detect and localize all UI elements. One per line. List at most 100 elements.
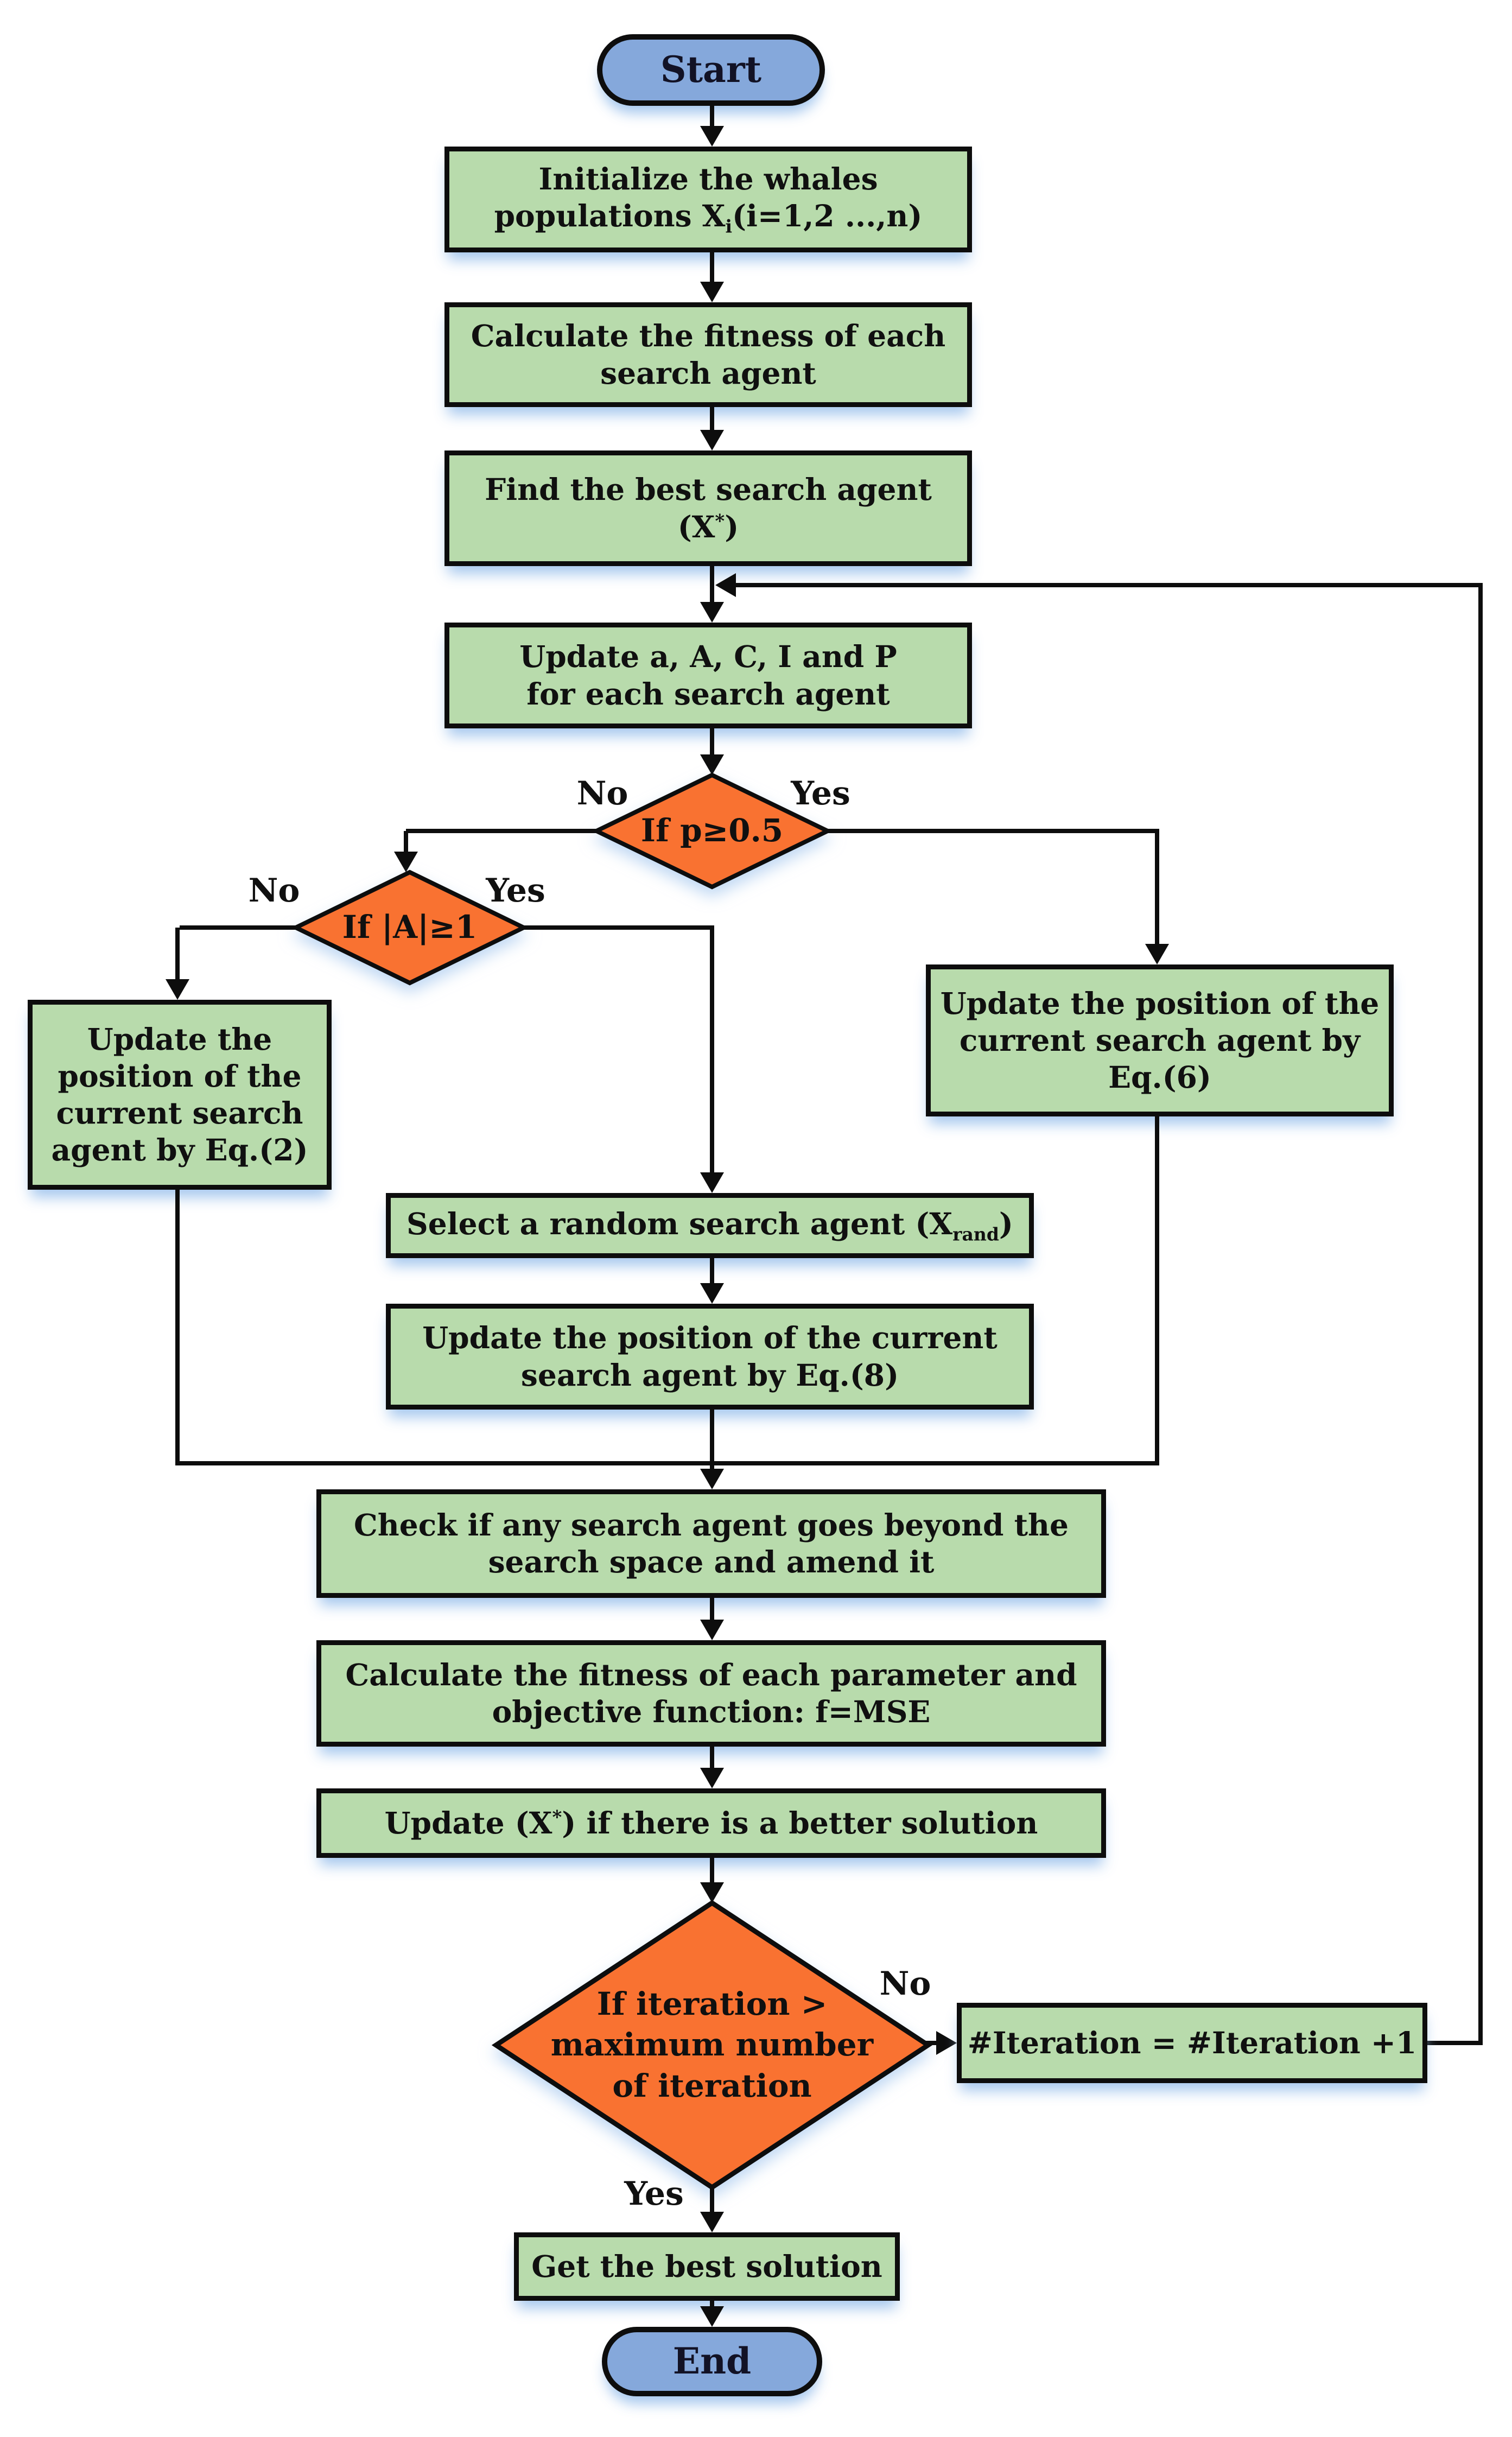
- connector-check-mse: [710, 1598, 714, 1622]
- arrowhead-p-no: [394, 852, 418, 872]
- node-eq8-line2: search agent by Eq.(8): [520, 1357, 899, 1393]
- connector-eq2-merge: [175, 1190, 180, 1465]
- node-start: Start: [597, 34, 825, 106]
- arrowhead-select-eq8: [700, 1283, 724, 1304]
- branch-label-iter-yes: Yes: [624, 2175, 684, 2213]
- node-mse-line1: Calculate the fitness of each parameter …: [345, 1657, 1077, 1692]
- arrowhead-a-yes: [700, 1172, 724, 1193]
- arrowhead-start-init: [700, 126, 724, 147]
- decision-p-diamond: [591, 772, 833, 890]
- arrowhead-calc-find: [700, 430, 724, 450]
- arrowhead-acip-decisionp: [700, 754, 724, 775]
- node-select-random-agent: Select a random search agent (Xrand): [386, 1193, 1034, 1258]
- connector-eq6-merge: [1155, 1116, 1159, 1465]
- connector-a-yes-h: [524, 925, 714, 930]
- branch-label-p-no: No: [576, 775, 628, 813]
- node-check-line1: Check if any search agent goes beyond th…: [353, 1507, 1069, 1543]
- node-update-coefficients: Update a, A, C, I and P for each search …: [444, 623, 972, 728]
- node-iter-label: #Iteration = #Iteration +1: [967, 2025, 1417, 2060]
- arrowhead-upx-decisioniter: [700, 1882, 724, 1903]
- connector-calc-find: [710, 407, 714, 431]
- arrowhead-find-acip: [700, 602, 724, 623]
- branch-label-p-yes: Yes: [791, 775, 850, 813]
- node-eq6-line1: Update the position of the: [940, 985, 1380, 1021]
- node-calculate-fitness: Calculate the fitness of each search age…: [444, 302, 972, 407]
- connector-upx-decisioniter: [710, 1858, 714, 1884]
- connector-getbest-end: [710, 2301, 714, 2308]
- connector-merge-horizontal: [175, 1461, 1159, 1465]
- connector-loop-bottom-stub: [1427, 2041, 1483, 2045]
- subscript-rand: rand: [952, 1223, 999, 1245]
- node-calc-fitness-mse: Calculate the fitness of each parameter …: [316, 1640, 1106, 1747]
- arrowhead-getbest-end: [700, 2306, 724, 2327]
- node-eq2-line4: agent by Eq.(2): [51, 1132, 308, 1168]
- node-start-label: Start: [660, 48, 762, 91]
- arrowhead-merge-check: [700, 1469, 724, 1489]
- branch-label-a-no: No: [248, 872, 300, 910]
- subscript-i: i: [725, 215, 732, 237]
- branch-label-iter-no: No: [879, 1965, 931, 2003]
- node-increment-iteration: #Iteration = #Iteration +1: [957, 2003, 1427, 2083]
- connector-start-init: [710, 106, 714, 126]
- connector-init-calc: [710, 252, 714, 283]
- node-select-label: Select a random search agent (Xrand): [406, 1205, 1013, 1245]
- superscript-star-2: *: [552, 1806, 562, 1829]
- connector-iter-yes-v: [710, 2187, 714, 2214]
- arrowhead-mse-upx: [700, 1768, 724, 1788]
- arrowhead-p-yes: [1145, 944, 1169, 964]
- connector-p-no-h: [406, 829, 596, 833]
- node-update-eq6: Update the position of the current searc…: [926, 964, 1394, 1116]
- node-get-best-solution: Get the best solution: [514, 2232, 900, 2301]
- connector-iter-no-h: [924, 2041, 940, 2045]
- node-initialize-line1: Initialize the whales: [538, 161, 878, 197]
- connector-a-no-v: [175, 928, 180, 981]
- connector-loop-right: [1478, 583, 1483, 2043]
- node-find-best-agent: Find the best search agent (X*): [444, 450, 972, 566]
- node-initialize-populations: Initialize the whales populations Xi(i=1…: [444, 147, 972, 252]
- node-eq6-line2: current search agent by: [959, 1022, 1361, 1058]
- connector-loop-top: [722, 583, 1483, 587]
- connector-mse-upx: [710, 1747, 714, 1770]
- node-check-line2: search space and amend it: [488, 1544, 935, 1579]
- node-getbest-label: Get the best solution: [531, 2248, 882, 2284]
- arrowhead-iter-no: [936, 2031, 957, 2055]
- arrowhead-loop-junction: [715, 573, 736, 597]
- node-find-line2: (X*): [677, 509, 739, 544]
- arrowhead-a-no: [166, 979, 189, 1000]
- node-calc-line1: Calculate the fitness of each: [471, 318, 946, 354]
- node-find-line1: Find the best search agent: [485, 472, 932, 507]
- connector-a-yes-v: [710, 928, 714, 1176]
- connector-acip-decisionp: [710, 728, 714, 756]
- node-initialize-line2: populations Xi(i=1,2 ...,n): [494, 198, 923, 237]
- node-mse-line2: objective function: f=MSE: [492, 1694, 931, 1729]
- branch-label-a-yes: Yes: [486, 872, 545, 910]
- decision-iteration-diamond: [491, 1900, 933, 2191]
- connector-eq8-check: [710, 1410, 714, 1470]
- node-end: End: [602, 2327, 822, 2396]
- node-eq6-line3: Eq.(6): [1108, 1059, 1211, 1095]
- connector-p-no-v: [404, 831, 408, 855]
- node-eq2-line2: position of the: [58, 1058, 302, 1094]
- node-upx-label: Update (X*) if there is a better solutio…: [384, 1805, 1038, 1841]
- node-eq2-line1: Update the: [87, 1021, 272, 1057]
- node-check-search-space: Check if any search agent goes beyond th…: [316, 1489, 1106, 1598]
- connector-select-eq8: [710, 1258, 714, 1284]
- arrowhead-iter-yes: [700, 2212, 724, 2232]
- node-update-eq2: Update the position of the current searc…: [28, 1000, 332, 1190]
- node-eq2-line3: current search: [56, 1095, 303, 1131]
- decision-a-diamond: [290, 870, 529, 986]
- connector-p-yes-h: [828, 829, 1159, 833]
- node-acip-line1: Update a, A, C, I and P: [519, 639, 897, 675]
- node-end-label: End: [672, 2340, 752, 2383]
- connector-p-yes-v: [1155, 831, 1159, 947]
- arrowhead-init-calc: [700, 282, 724, 302]
- node-update-eq8: Update the position of the current searc…: [386, 1304, 1034, 1410]
- superscript-star: *: [715, 510, 725, 532]
- node-acip-line2: for each search agent: [526, 676, 890, 712]
- connector-find-acip: [710, 566, 714, 603]
- connector-a-no-h: [180, 925, 296, 930]
- node-calc-line2: search agent: [600, 355, 816, 391]
- node-update-xstar: Update (X*) if there is a better solutio…: [316, 1788, 1106, 1858]
- node-eq8-line1: Update the position of the current: [422, 1320, 998, 1356]
